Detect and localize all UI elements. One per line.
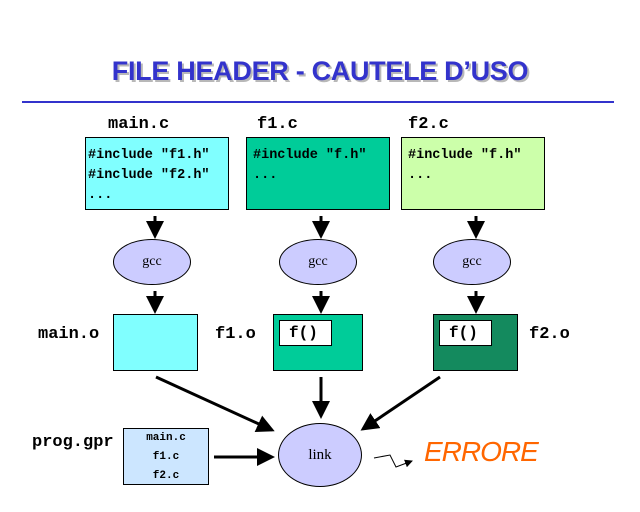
arrow-main-o-to-link	[155, 375, 275, 432]
error-label: ERRORE	[424, 436, 539, 467]
gcc-compiler-main: gcc	[113, 239, 191, 285]
object-label-f2-o: f2.o	[529, 325, 570, 344]
gcc-compiler-f1: gcc	[279, 239, 357, 285]
project-file: main.c	[146, 432, 186, 444]
object-box-f1-o: f()	[273, 314, 363, 371]
symbol-f-box: f()	[279, 320, 332, 346]
gcc-label: gcc	[462, 254, 482, 269]
source-line: ...	[253, 168, 278, 183]
object-box-f2-o: f()	[433, 314, 518, 371]
gcc-label: gcc	[142, 254, 162, 269]
source-box-f2-c: #include "f.h" ...	[401, 137, 545, 210]
source-label-f1-c: f1.c	[257, 115, 298, 134]
gcc-compiler-f2: gcc	[433, 239, 511, 285]
source-line: #include "f.h"	[253, 148, 367, 163]
source-label-main-c: main.c	[108, 115, 170, 134]
gcc-label: gcc	[308, 254, 328, 269]
arrow-link-to-error	[373, 454, 413, 468]
source-line: ...	[88, 188, 113, 203]
source-box-main-c: #include "f1.h" #include "f2.h" ...	[85, 137, 229, 210]
source-line: ...	[408, 168, 433, 183]
symbol-f-box: f()	[439, 320, 492, 346]
source-line: #include "f1.h"	[88, 148, 210, 163]
linker-label: link	[308, 446, 332, 463]
title-divider	[22, 101, 614, 103]
project-file-list: main.c f1.c f2.c	[123, 428, 209, 485]
object-label-main-o: main.o	[38, 325, 100, 344]
linker: link	[278, 423, 362, 487]
source-line: #include "f2.h"	[88, 168, 210, 183]
arrow-f2-o-to-link	[360, 375, 441, 431]
project-file: f2.c	[152, 470, 180, 482]
source-label-f2-c: f2.c	[408, 115, 449, 134]
page-title: FILE HEADER - CAUTELE D’USO	[111, 56, 529, 86]
source-box-f1-c: #include "f.h" ...	[246, 137, 390, 210]
object-label-f1-o: f1.o	[215, 325, 256, 344]
project-label: prog.gpr	[32, 433, 114, 452]
object-box-main-o	[113, 314, 198, 371]
project-file: f1.c	[152, 451, 180, 463]
source-line: #include "f.h"	[408, 148, 522, 163]
